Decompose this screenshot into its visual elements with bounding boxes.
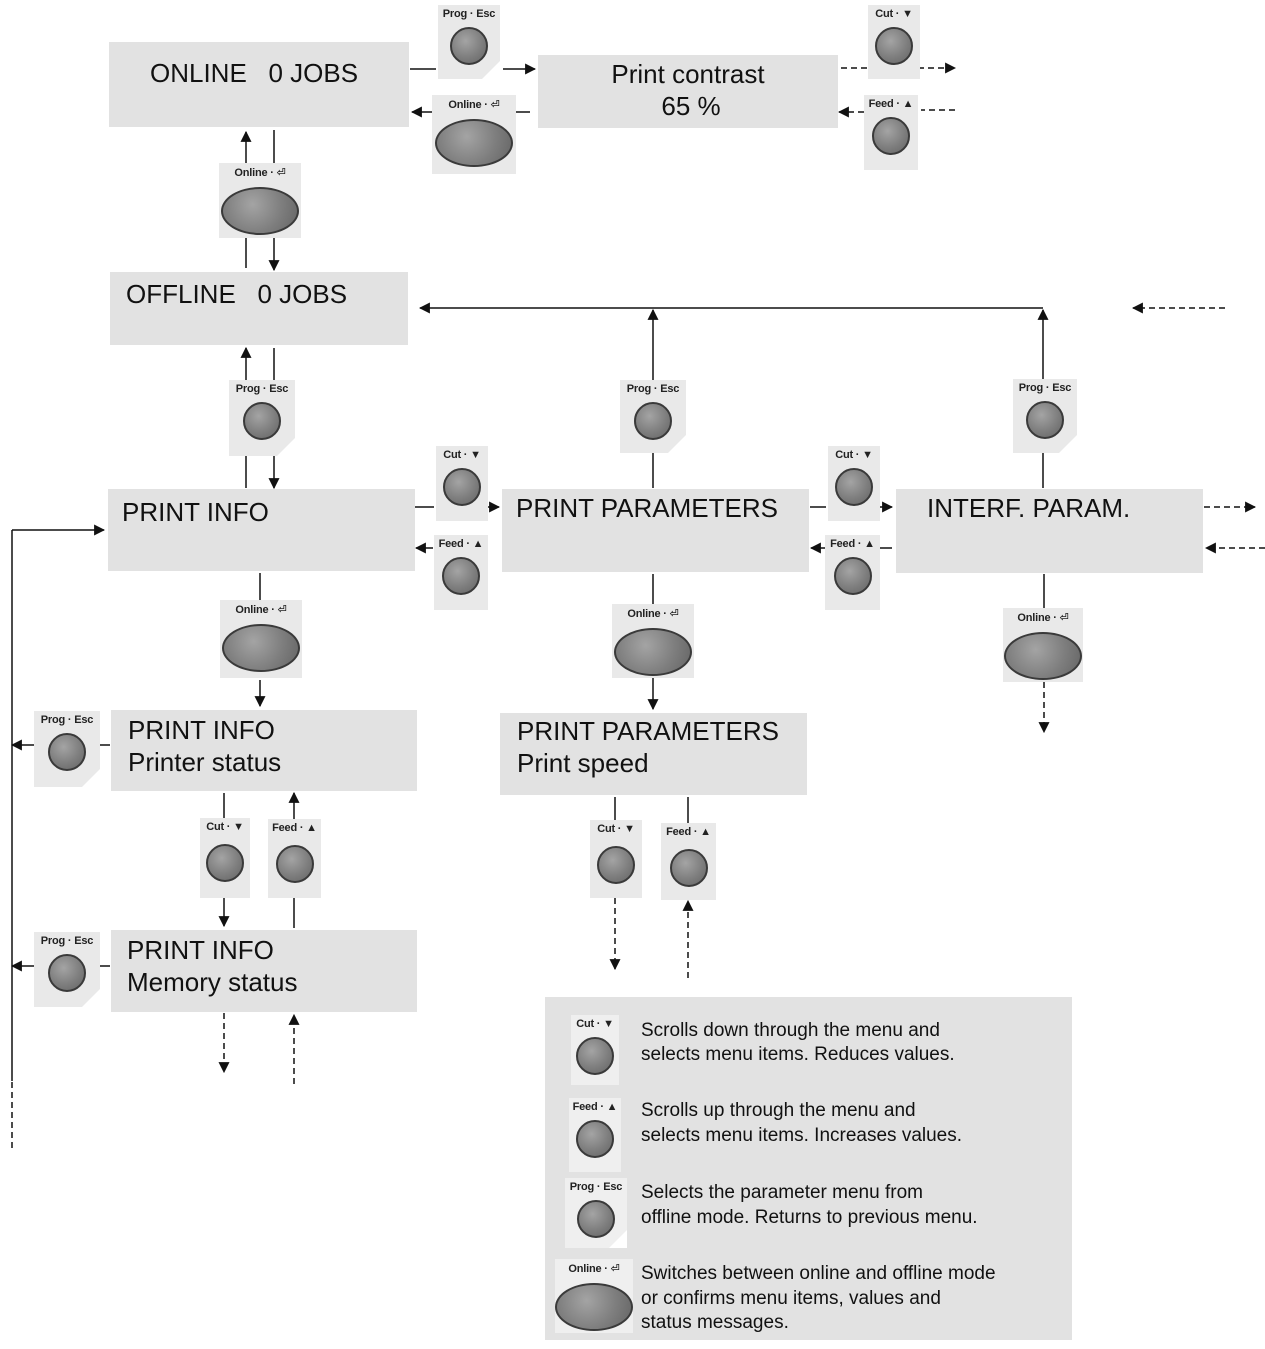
- cut-button[interactable]: Cut · ▼: [436, 446, 488, 521]
- legend-cut-text-1: Scrolls down through the menu and: [641, 1020, 940, 1041]
- feed-key-icon: [442, 557, 480, 595]
- display-print-info: PRINT INFO: [108, 489, 415, 571]
- feed-button[interactable]: Feed · ▲: [864, 95, 918, 170]
- prog-esc-button[interactable]: Prog · Esc: [229, 380, 295, 456]
- cut-key-icon: [576, 1037, 614, 1075]
- online-key-icon: [222, 624, 300, 672]
- display-online-jobs: ONLINE 0 JOBS: [109, 42, 409, 127]
- online-key-icon: [555, 1283, 633, 1331]
- display-print-parameters: PRINT PARAMETERS: [502, 489, 809, 572]
- feed-key-icon: [669, 849, 708, 887]
- feed-key-icon: [872, 117, 910, 155]
- prog-esc-key-icon: [48, 954, 86, 992]
- display-interf-param: INTERF. PARAM.: [896, 489, 1203, 573]
- display-print-contrast: Print contrast 65 %: [538, 55, 838, 128]
- cut-button: Cut · ▼: [571, 1015, 619, 1085]
- cut-button[interactable]: Cut · ▼: [828, 446, 880, 521]
- legend-online-text-3: status messages.: [641, 1312, 789, 1333]
- online-button: Online · ⏎: [555, 1259, 633, 1333]
- cut-key-icon: [443, 468, 481, 506]
- feed-key-icon: [576, 1120, 614, 1158]
- legend-feed-text-1: Scrolls up through the menu and: [641, 1100, 916, 1121]
- display-print-parameters-print-speed: PRINT PARAMETERS Print speed: [500, 713, 807, 795]
- online-button[interactable]: Online · ⏎: [219, 163, 301, 238]
- online-key-icon: [221, 187, 299, 235]
- prog-esc-button[interactable]: Prog · Esc: [620, 380, 686, 453]
- prog-esc-button[interactable]: Prog · Esc: [438, 5, 500, 79]
- cut-key-icon: [206, 844, 244, 882]
- prog-esc-key-icon: [243, 402, 281, 440]
- feed-button[interactable]: Feed · ▲: [661, 823, 716, 900]
- online-button[interactable]: Online · ⏎: [432, 95, 516, 174]
- legend-online-text-2: or confirms menu items, values and: [641, 1288, 941, 1309]
- prog-esc-button[interactable]: Prog · Esc: [34, 932, 100, 1007]
- prog-esc-key-icon: [577, 1200, 615, 1238]
- display-offline-jobs: OFFLINE 0 JOBS: [110, 272, 408, 345]
- prog-esc-key-icon: [1026, 401, 1064, 439]
- online-key-icon: [614, 628, 692, 676]
- online-button[interactable]: Online · ⏎: [612, 604, 694, 678]
- cut-key-icon: [835, 468, 873, 506]
- prog-esc-key-icon: [48, 733, 86, 771]
- prog-esc-button: Prog · Esc: [565, 1178, 627, 1248]
- cut-button[interactable]: Cut · ▼: [868, 5, 920, 79]
- online-button[interactable]: Online · ⏎: [1003, 608, 1083, 682]
- feed-button[interactable]: Feed · ▲: [825, 535, 880, 610]
- cut-key-icon: [875, 27, 913, 65]
- prog-esc-button[interactable]: Prog · Esc: [34, 711, 100, 787]
- online-button[interactable]: Online · ⏎: [220, 600, 302, 678]
- online-key-icon: [1004, 632, 1082, 680]
- prog-esc-button[interactable]: Prog · Esc: [1013, 379, 1077, 453]
- cut-button[interactable]: Cut · ▼: [200, 818, 250, 898]
- feed-button[interactable]: Feed · ▲: [434, 535, 488, 610]
- online-key-icon: [435, 119, 513, 167]
- display-print-info-printer-status: PRINT INFO Printer status: [111, 710, 417, 791]
- cut-button[interactable]: Cut · ▼: [590, 820, 642, 898]
- display-print-info-memory-status: PRINT INFO Memory status: [111, 930, 417, 1012]
- legend-feed-text-2: selects menu items. Increases values.: [641, 1125, 963, 1146]
- cut-key-icon: [597, 846, 635, 884]
- feed-button: Feed · ▲: [569, 1098, 621, 1172]
- button-legend: Cut · ▼ Scrolls down through the menu an…: [545, 997, 1072, 1340]
- legend-prog-text-2: offline mode. Returns to previous menu.: [641, 1207, 978, 1228]
- prog-esc-key-icon: [450, 27, 488, 65]
- feed-key-icon: [833, 557, 872, 595]
- legend-online-text-1: Switches between online and offline mode: [641, 1263, 996, 1284]
- legend-prog-text-1: Selects the parameter menu from: [641, 1182, 923, 1203]
- prog-esc-key-icon: [634, 402, 672, 440]
- legend-cut-text-2: selects menu items. Reduces values.: [641, 1044, 955, 1065]
- feed-button[interactable]: Feed · ▲: [268, 819, 321, 898]
- feed-key-icon: [275, 845, 314, 883]
